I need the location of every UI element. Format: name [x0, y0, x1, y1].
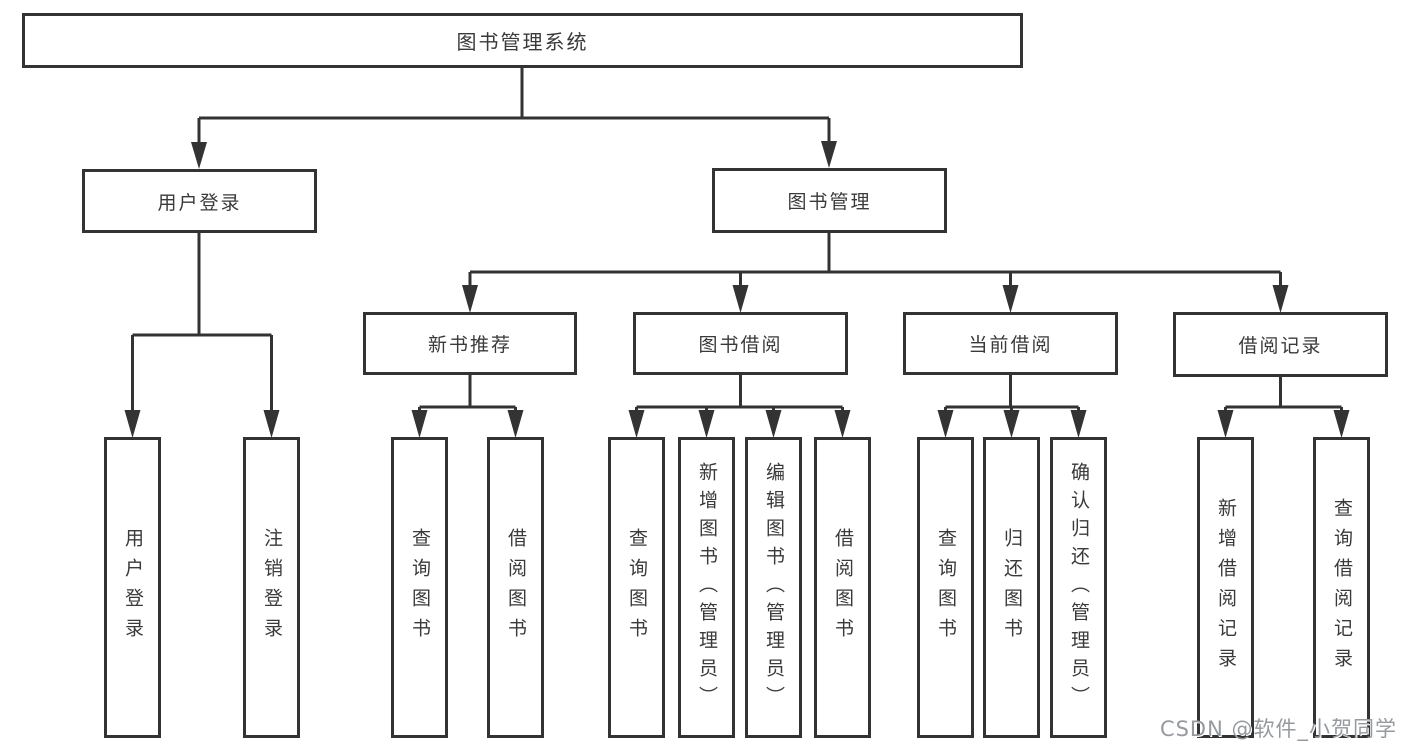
node-current-borrowing: 当前借阅: [903, 312, 1118, 375]
node-library-system: 图书管理系统: [22, 13, 1023, 68]
leaf-borrow-books-recommend: 借阅图书: [487, 437, 544, 738]
node-user-login: 用户登录: [82, 169, 317, 233]
edge-book-mgmt-to-level3: [468, 233, 1282, 288]
node-borrow-records: 借阅记录: [1173, 312, 1388, 377]
leaf-query-books-borrowing: 查询图书: [608, 437, 665, 738]
leaf-user-login: 用户登录: [104, 437, 161, 738]
edge-borrow-records-to-leaves: [1224, 377, 1343, 414]
leaf-borrow-books-borrowing: 借阅图书: [814, 437, 871, 738]
leaf-confirm-return-admin: 确认归还（管理员）: [1050, 437, 1107, 738]
leaf-query-books-recommend: 查询图书: [391, 437, 448, 738]
leaf-logout: 注销登录: [243, 437, 300, 738]
edge-new-book-rec-to-leaves: [418, 375, 517, 414]
leaf-add-borrow-record: 新增借阅记录: [1197, 437, 1254, 738]
leaf-query-books-current: 查询图书: [917, 437, 974, 738]
edge-book-borrow-to-leaves: [635, 375, 844, 414]
edge-user-login-to-leaves: [131, 233, 273, 414]
edge-root-to-level2: [197, 68, 831, 144]
leaf-add-book-admin: 新增图书（管理员）: [678, 437, 735, 738]
node-book-management: 图书管理: [712, 168, 947, 233]
leaf-query-borrow-record: 查询借阅记录: [1313, 437, 1370, 738]
leaf-return-book: 归还图书: [983, 437, 1040, 738]
node-book-borrowing: 图书借阅: [633, 312, 848, 375]
edge-current-borrow-to-leaves: [944, 375, 1080, 414]
watermark: CSDN @软件_小贺同学: [1159, 717, 1397, 741]
leaf-edit-book-admin: 编辑图书（管理员）: [745, 437, 802, 738]
node-new-book-recommend: 新书推荐: [363, 312, 577, 375]
